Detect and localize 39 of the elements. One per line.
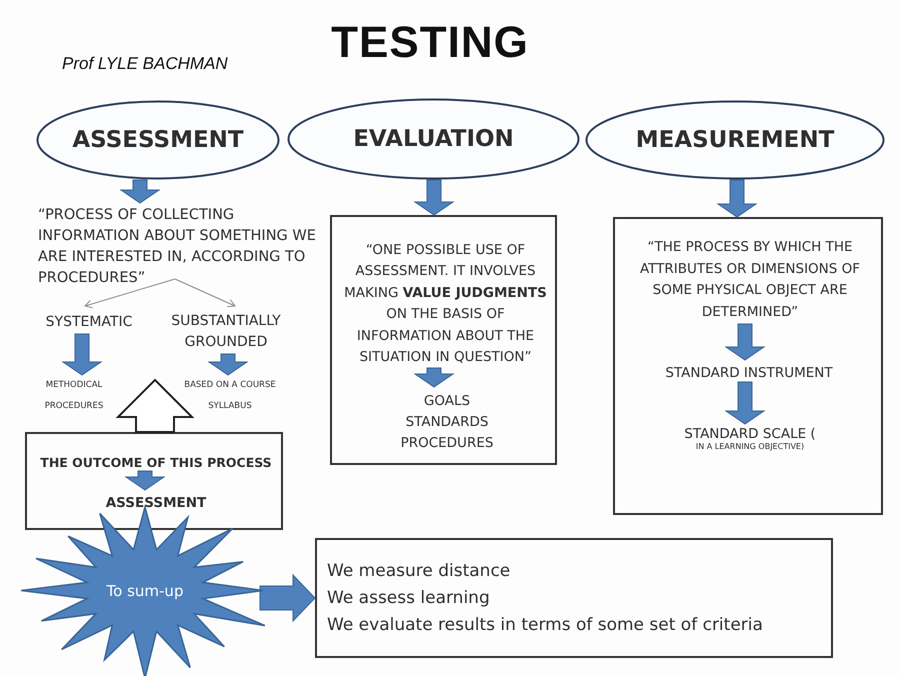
block-arrow (724, 324, 766, 361)
node-text: We evaluate results in terms of some set of criteria (327, 614, 763, 636)
block-arrow (61, 334, 103, 376)
title: TESTING (330, 18, 530, 68)
block-arrow (260, 574, 316, 622)
node-text: GOALS STANDARDS PROCEDURES (400, 392, 494, 452)
arrow (84, 278, 176, 308)
box (25, 432, 283, 530)
node-text: We measure distance (327, 560, 510, 582)
node-text: EVALUATION (353, 126, 514, 152)
box (613, 217, 883, 515)
note-text: IN A LEARNING OBJECTIVE) (694, 442, 806, 451)
node-text: STANDARD SCALE ( (683, 426, 817, 442)
node-text: We assess learning (327, 586, 490, 610)
node-text: To sum-up (106, 582, 184, 600)
block-arrow (413, 368, 455, 388)
block-arrow (207, 354, 249, 376)
arrow (174, 278, 236, 308)
block-arrow (119, 180, 161, 204)
node-text: “PROCESS OF COLLECTING INFORMATION ABOUT SOMETHING WE ARE INTERESTED IN, ACCORDING TO PROCEDURES” (38, 206, 317, 288)
node-text: THE OUTCOME OF THIS PROCESS (40, 454, 272, 470)
node-text: ASSESSMENT (72, 127, 244, 153)
node-text: MEASUREMENT (636, 127, 834, 153)
summary-box (315, 538, 833, 658)
node-text: SUBSTANTIALLY GROUNDED (170, 312, 282, 352)
block-arrow (716, 180, 758, 218)
node-text: METHODICAL PROCEDURES (44, 379, 104, 413)
node-text: “ONE POSSIBLE USE OF ASSESSMENT. IT INVOLVES MAKING VALUE JUDGMENTS ON THE BASIS OF INFORMATION ABOUT THE SITUATION IN QUESTION” (343, 240, 548, 367)
node-text: SYSTEMATIC (46, 314, 132, 330)
block-arrow (124, 470, 166, 491)
node-text: BASED ON A COURSE SYLLABUS (183, 379, 277, 413)
author-label: Prof LYLE BACHMAN (62, 54, 228, 74)
block-arrow (724, 382, 766, 425)
block-arrow (116, 378, 194, 433)
block-arrow (413, 180, 455, 216)
box (330, 215, 557, 465)
node-text: ASSESSMENT (106, 495, 206, 511)
node-text: “THE PROCESS BY WHICH THE ATTRIBUTES OR DIMENSIONS OF SOME PHYSICAL OBJECT ARE DETERMINED” (638, 238, 862, 322)
node-text: STANDARD INSTRUMENT (665, 365, 833, 381)
